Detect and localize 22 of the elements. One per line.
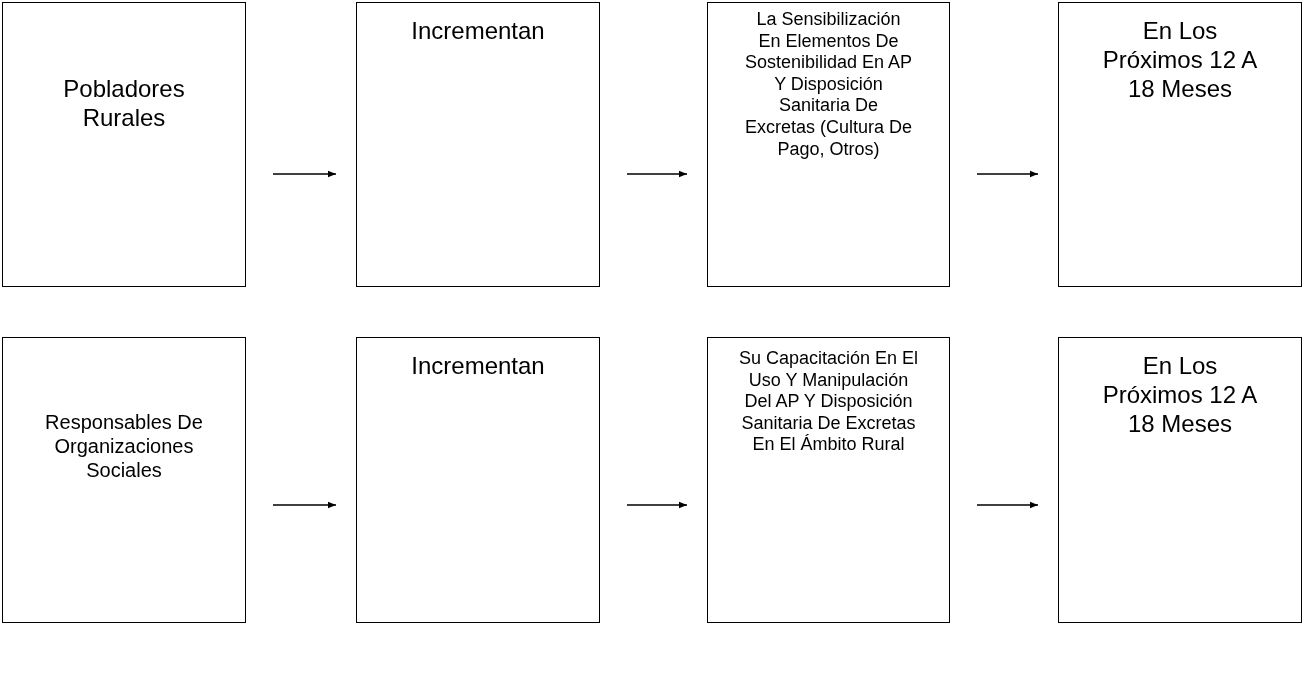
- box-text: Su Capacitación En El Uso Y Manipulación Del AP Y Disposición Sanitaria De Excretas En El Ámbito Rural: [737, 348, 920, 456]
- process-box: [707, 2, 950, 287]
- box-text: Incrementan: [410, 352, 546, 381]
- box-text: En Los Próximos 12 A 18 Meses: [1101, 352, 1259, 439]
- process-box: [356, 2, 600, 287]
- box-text: Incrementan: [410, 17, 546, 46]
- process-box: [1058, 337, 1302, 623]
- box-text: Pobladores Rurales: [62, 75, 186, 133]
- arrow: [976, 501, 1039, 509]
- arrow: [272, 501, 337, 509]
- box-text: En Los Próximos 12 A 18 Meses: [1101, 17, 1259, 104]
- process-box: [2, 337, 246, 623]
- arrow: [626, 170, 688, 178]
- arrow: [626, 501, 688, 509]
- process-box: [2, 2, 246, 287]
- process-box: [1058, 2, 1302, 287]
- arrow: [272, 170, 337, 178]
- process-box: [356, 337, 600, 623]
- process-box: [707, 337, 950, 623]
- box-text: La Sensibilización En Elementos De Sostenibilidad En AP Y Disposición Sanitaria De Excretas (Cultura De Pago, Otros): [743, 9, 914, 161]
- box-text: Responsables De Organizaciones Sociales: [44, 410, 204, 482]
- arrow: [976, 170, 1039, 178]
